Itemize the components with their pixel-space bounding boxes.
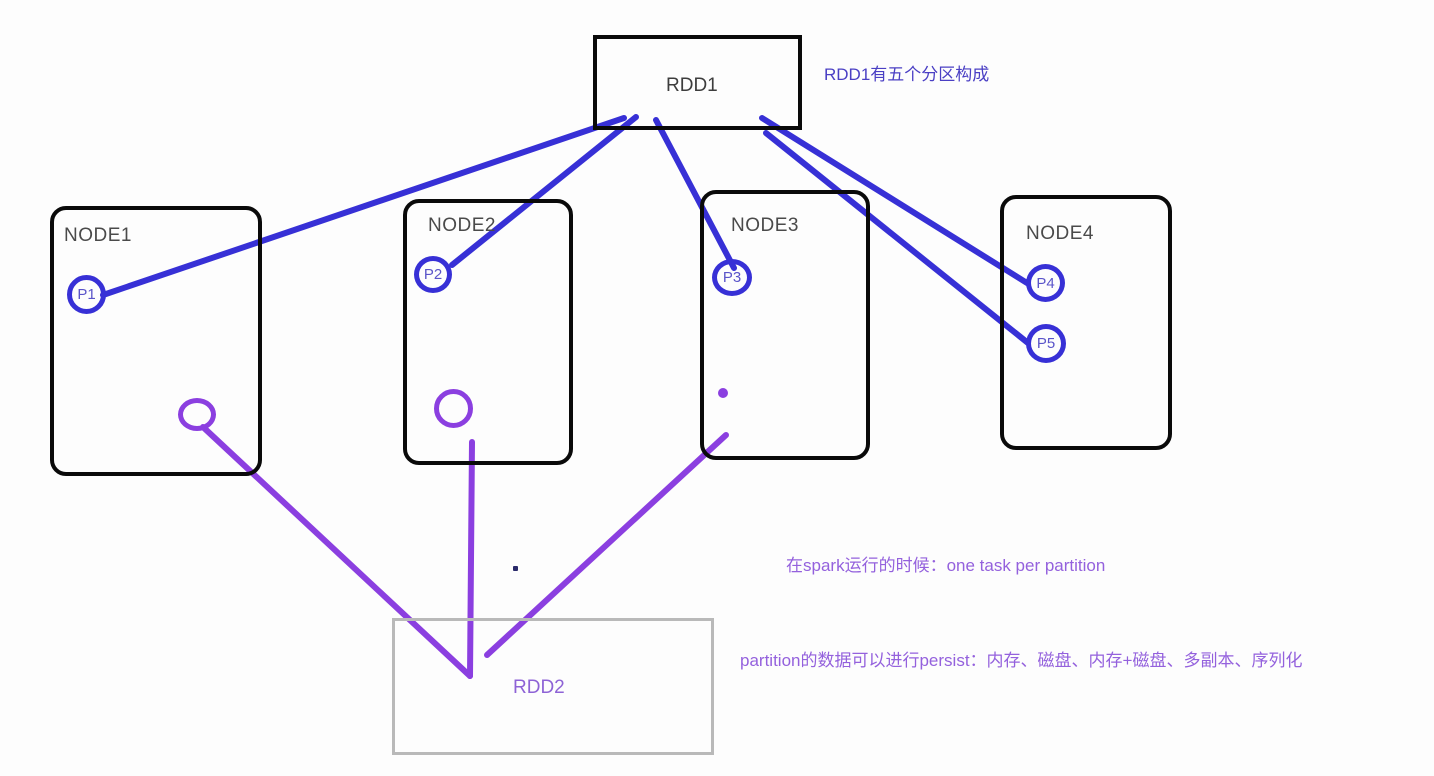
node-label-node3: NODE3	[731, 215, 799, 236]
node-box-node1[interactable]	[50, 206, 262, 476]
rdd1-box[interactable]	[593, 35, 802, 130]
node-box-node4[interactable]	[1000, 195, 1172, 450]
partition-p5[interactable]: P5	[1026, 324, 1066, 363]
annotation-task-note: 在spark运行的时候：one task per partition	[786, 556, 1106, 575]
node-box-node2[interactable]	[403, 199, 573, 465]
partition-p2[interactable]: P2	[414, 256, 452, 293]
partition-p3[interactable]: P3	[712, 259, 752, 296]
cached-partition-circle-node2[interactable]	[434, 389, 473, 428]
rdd2-label: RDD2	[513, 677, 565, 698]
cached-partition-circle-node1[interactable]	[178, 398, 216, 431]
rdd1-label: RDD1	[666, 75, 718, 96]
node-label-node1: NODE1	[64, 225, 132, 246]
partition-p4[interactable]: P4	[1026, 264, 1065, 302]
partition-p1[interactable]: P1	[67, 275, 106, 314]
node-label-node2: NODE2	[428, 215, 496, 236]
stray-dot	[513, 566, 518, 571]
annotation-rdd1-note: RDD1有五个分区构成	[824, 65, 990, 84]
cached-partition-circle-node3[interactable]	[718, 388, 728, 398]
rdd2-box[interactable]	[392, 618, 714, 755]
node-box-node3[interactable]	[700, 190, 870, 460]
node-label-node4: NODE4	[1026, 223, 1094, 244]
annotation-persist-note: partition的数据可以进行persist：内存、磁盘、内存+磁盘、多副本、…	[740, 651, 1303, 670]
